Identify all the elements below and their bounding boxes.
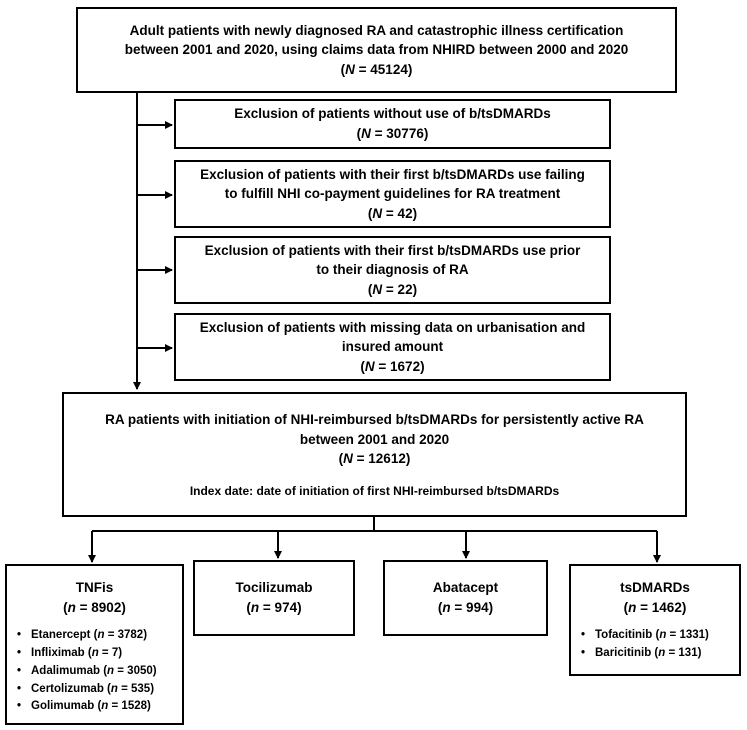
drug-list: Etanercept (n = 3782) Infliximab (n = 7)… xyxy=(7,627,157,716)
exclusion-3-count: (N = 22) xyxy=(367,281,418,297)
study-cohort-line2: between 2001 and 2020 xyxy=(299,431,450,447)
drug-item: Tofacitinib (n = 1331) xyxy=(581,627,709,645)
exclusion-2-line2: to fulfill NHI co-payment guidelines for… xyxy=(224,186,561,202)
group-box-tocilizumab: Tocilizumab (n = 974) xyxy=(193,560,355,636)
study-cohort-line1: RA patients with initiation of NHI-reimb… xyxy=(105,412,644,427)
group-title: Tocilizumab xyxy=(235,580,313,596)
drug-item: Infliximab (n = 7) xyxy=(17,645,157,663)
group-box-tsdmards: tsDMARDs (n = 1462) Tofacitinib (n = 133… xyxy=(569,564,741,676)
exclusion-4-count: (N = 1672) xyxy=(360,358,425,374)
exclusion-3-line2: to their diagnosis of RA xyxy=(316,262,469,278)
drug-item: Baricitinib (n = 131) xyxy=(581,645,709,663)
study-cohort-box: RA patients with initiation of NHI-reimb… xyxy=(62,392,687,517)
drug-item: Etanercept (n = 3782) xyxy=(17,627,157,645)
exclusion-3-line1: Exclusion of patients with their first b… xyxy=(204,242,581,258)
group-title: TNFis xyxy=(75,580,114,595)
group-title: tsDMARDs xyxy=(620,580,690,595)
initial-cohort-line2: between 2001 and 2020, using claims data… xyxy=(124,42,629,58)
exclusion-box-3: Exclusion of patients with their first b… xyxy=(174,236,611,304)
initial-cohort-box: Adult patients with newly diagnosed RA a… xyxy=(76,7,677,93)
group-count: (n = 994) xyxy=(437,600,494,615)
drug-item: Adalimumab (n = 3050) xyxy=(17,663,157,681)
exclusion-box-4: Exclusion of patients with missing data … xyxy=(174,313,611,381)
group-count: (n = 8902) xyxy=(63,599,126,615)
group-title: Abatacept xyxy=(432,580,499,596)
drug-item: Golimumab (n = 1528) xyxy=(17,698,157,716)
exclusion-box-2: Exclusion of patients with their first b… xyxy=(174,160,611,228)
exclusion-4-line2: insured amount xyxy=(341,339,444,355)
exclusion-2-line1: Exclusion of patients with their first b… xyxy=(200,166,585,182)
group-box-abatacept: Abatacept (n = 994) xyxy=(383,560,548,636)
initial-cohort-count: (N = 45124) xyxy=(340,61,413,77)
exclusion-box-1: Exclusion of patients without use of b/t… xyxy=(174,99,611,149)
drug-item: Certolizumab (n = 535) xyxy=(17,681,157,699)
exclusion-1-count: (N = 30776) xyxy=(356,126,429,141)
exclusion-2-count: (N = 42) xyxy=(367,205,418,221)
exclusion-1-line1: Exclusion of patients without use of b/t… xyxy=(234,106,551,122)
drug-list: Tofacitinib (n = 1331) Baricitinib (n = … xyxy=(571,627,709,663)
group-box-tnfis: TNFis (n = 8902) Etanercept (n = 3782) I… xyxy=(5,564,184,725)
index-date-note: Index date: date of initiation of first … xyxy=(189,483,560,498)
exclusion-4-line1: Exclusion of patients with missing data … xyxy=(199,319,586,335)
group-count: (n = 1462) xyxy=(623,599,687,615)
initial-cohort-line1: Adult patients with newly diagnosed RA a… xyxy=(129,22,624,38)
group-count: (n = 974) xyxy=(246,600,302,615)
study-cohort-count: (N = 12612) xyxy=(338,451,411,467)
